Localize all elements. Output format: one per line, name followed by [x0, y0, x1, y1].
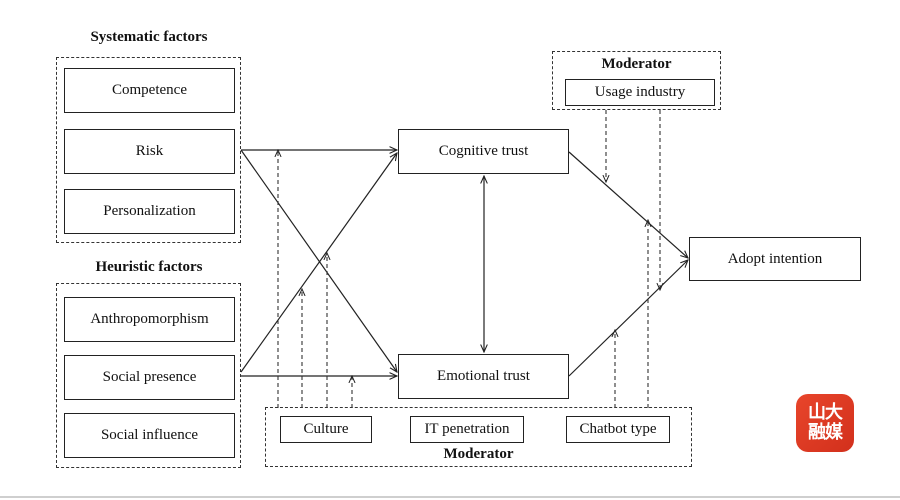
moderator-top-title: Moderator [601, 56, 672, 72]
usage-industry-box: Usage industry [565, 79, 715, 106]
media-logo-text: 山大融媒 [808, 402, 843, 443]
culture-box: Culture [280, 416, 372, 443]
heuristic-factors-title: Heuristic factors [95, 259, 203, 275]
adopt-intention-box: Adopt intention [689, 237, 861, 281]
moderator-bottom-title: Moderator [443, 446, 514, 462]
personalization-box: Personalization [64, 189, 235, 234]
competence-box: Competence [64, 68, 235, 113]
media-logo: 山大融媒 [796, 394, 854, 452]
emotional-to-adopt-arrow [568, 260, 688, 377]
risk-to-emotional-arrow [240, 149, 397, 372]
it-penetration-box: IT penetration [410, 416, 524, 443]
chatbot-type-box: Chatbot type [566, 416, 670, 443]
moderator-bottom-group [265, 407, 692, 467]
systematic-factors-group [56, 57, 241, 243]
risk-box: Risk [64, 129, 235, 174]
social-presence-box: Social presence [64, 355, 235, 400]
systematic-factors-title: Systematic factors [90, 29, 208, 45]
cognitive-trust-box: Cognitive trust [398, 129, 569, 174]
anthropomorphism-box: Anthropomorphism [64, 297, 235, 342]
bottom-divider [0, 496, 900, 498]
heuristic-factors-group [56, 283, 241, 468]
emotional-trust-box: Emotional trust [398, 354, 569, 399]
social-presence-to-cognitive-arrow [240, 153, 397, 373]
moderator-top-group [552, 51, 721, 110]
cognitive-to-adopt-arrow [568, 151, 688, 258]
social-influence-box: Social influence [64, 413, 235, 458]
